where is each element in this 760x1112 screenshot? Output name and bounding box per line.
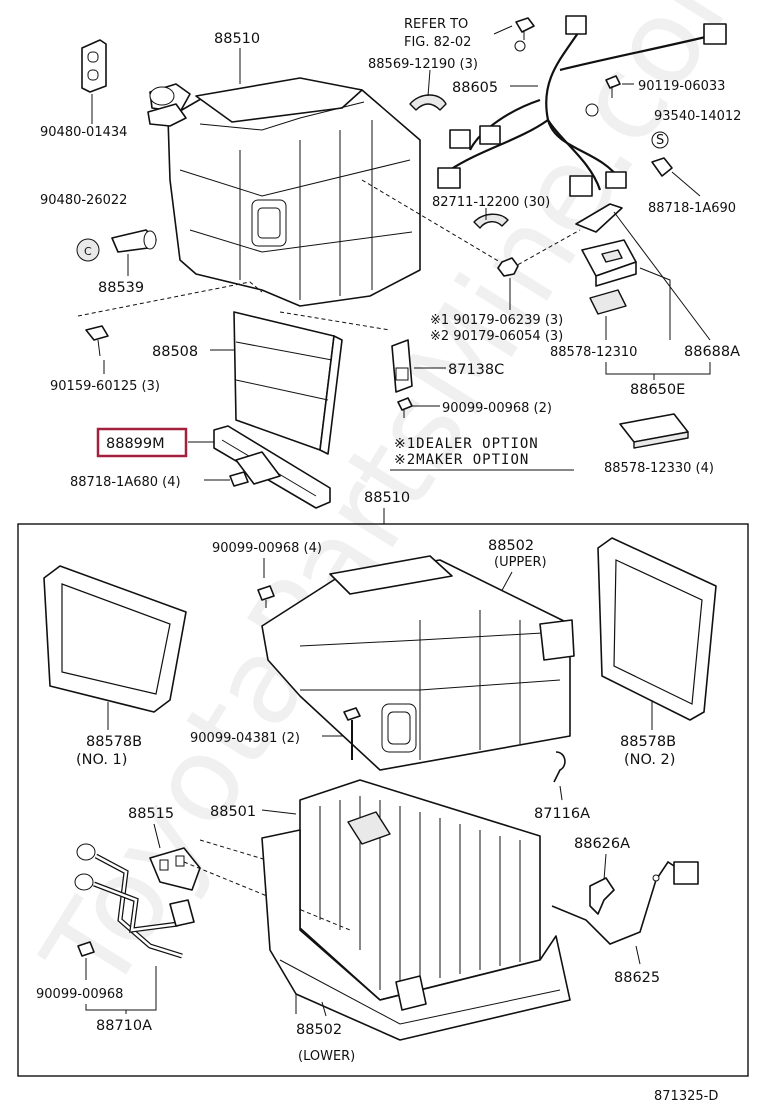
bolt-90119-drawing (605, 75, 621, 98)
screw-90099-4-drawing (257, 585, 275, 608)
figure-code: 871325-D (654, 1089, 718, 1104)
label-refer-to-1: REFER TO (404, 17, 468, 32)
highlight-box (96, 427, 188, 458)
label-82711: 82711-12200 (30) (432, 195, 550, 210)
expansion-valve-88515-drawing (149, 847, 201, 891)
label-90099-04381: 90099-04381 (2) (190, 731, 300, 746)
heater-unit-88510-top-drawing (147, 77, 421, 307)
label-88718-1A690: 88718-1A690 (648, 201, 736, 216)
gasket-88578B-no1-drawing (43, 565, 187, 713)
label-88626A: 88626A (574, 836, 630, 852)
label-90480-01434: 90480-01434 (40, 125, 127, 140)
label-90099-00968: 90099-00968 (36, 987, 123, 1002)
bracket-88688A-drawing (575, 203, 623, 233)
wire-harness-88605-drawing (437, 15, 727, 197)
label-88569: 88569-12190 (3) (368, 57, 478, 72)
label-90179-1: ※1 90179-06239 (3) (430, 313, 563, 328)
pipe-88710A-drawing (74, 843, 195, 959)
label-no1: (NO. 1) (76, 752, 127, 768)
label-90480-26022: 90480-26022 (40, 193, 127, 208)
case-88502-upper-drawing (261, 555, 575, 771)
label-88502-lower: 88502 (296, 1022, 342, 1038)
filter-88578-12310-drawing (589, 289, 627, 315)
label-88650E: 88650E (630, 382, 685, 398)
svg-text:C: C (84, 245, 92, 258)
gasket-88578B-no2-drawing (597, 537, 717, 721)
label-90099-00968-4: 90099-00968 (4) (212, 541, 322, 556)
grommet-93540-drawing (651, 131, 669, 149)
label-88578B-no2: 88578B (620, 734, 676, 750)
band-82711-drawing (473, 213, 509, 229)
bolt-icon (515, 17, 535, 40)
clamp-88569-drawing (409, 94, 447, 111)
bracket-88899M-drawing (213, 425, 331, 509)
label-88605: 88605 (452, 80, 498, 96)
label-88688A: 88688A (684, 344, 740, 360)
nut-90179-drawing (497, 257, 519, 277)
label-90099-00968-2: 90099-00968 (2) (442, 401, 552, 416)
clip-87116A-drawing (553, 751, 566, 783)
bolt-90099-04381-drawing (343, 707, 361, 760)
label-lower: (LOWER) (298, 1049, 355, 1064)
label-90159: 90159-60125 (3) (50, 379, 160, 394)
label-refer-to-2: FIG. 82-02 (404, 35, 471, 50)
label-88578-12310: 88578-12310 (550, 345, 637, 360)
case-88502-lower-drawing (261, 829, 571, 1041)
label-88510-top: 88510 (214, 31, 260, 47)
thermistor-88625-drawing (551, 860, 699, 945)
label-88718-1A680: 88718-1A680 (4) (70, 475, 181, 490)
evaporator-88501-drawing (299, 779, 541, 1001)
label-88625: 88625 (614, 970, 660, 986)
label-87116A: 87116A (534, 806, 590, 822)
label-no2: (NO. 2) (624, 752, 675, 768)
grommet-93540-mark: S (656, 133, 664, 148)
clip-90480-01434-drawing (81, 39, 107, 93)
note-maker-option: ※2MAKER OPTION (394, 452, 529, 468)
label-88710A: 88710A (96, 1018, 152, 1034)
label-88899M[interactable]: 88899M (106, 436, 165, 452)
label-88502-upper: 88502 (488, 538, 534, 554)
clip-88718-1A680-drawing (229, 471, 249, 487)
label-88501: 88501 (210, 804, 256, 820)
resistor-87138C-drawing (391, 339, 413, 393)
label-93540: 93540-14012 (654, 109, 741, 124)
label-88510-box: 88510 (364, 490, 410, 506)
label-90119: 90119-06033 (638, 79, 725, 94)
bolt-90159-drawing (85, 325, 109, 357)
note-dealer-option: ※1DEALER OPTION (394, 436, 539, 452)
label-88515: 88515 (128, 806, 174, 822)
filter-88578-12330-drawing (619, 413, 689, 449)
amplifier-88650E-drawing (581, 239, 637, 287)
label-upper: (UPPER) (494, 555, 547, 570)
filter-88508-drawing (233, 311, 343, 455)
label-90179-2: ※2 90179-06054 (3) (430, 329, 563, 344)
label-88578B-no1: 88578B (86, 734, 142, 750)
grommet-90480-26022-drawing: C (76, 238, 100, 262)
clip-88718-1A690-drawing (651, 157, 673, 177)
screw-90099-00968-drawing (77, 941, 95, 957)
label-88508: 88508 (152, 344, 198, 360)
exploded-view-frame (17, 523, 749, 1077)
label-87138C: 87138C (448, 362, 504, 378)
hose-88539-drawing (111, 229, 157, 253)
label-88578-12330: 88578-12330 (4) (604, 461, 714, 476)
label-88539: 88539 (98, 280, 144, 296)
